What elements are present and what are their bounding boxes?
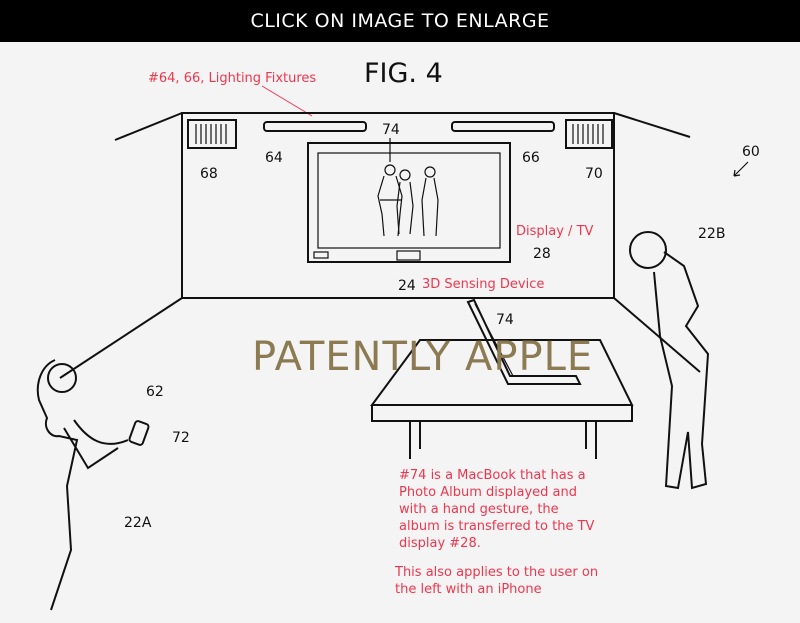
svg-text:the left with an iPhone: the left with an iPhone <box>395 582 542 597</box>
photo-people-icon <box>377 164 439 237</box>
annotation-sensor: 3D Sensing Device <box>422 277 544 292</box>
svg-text:This also applies to the user: This also applies to the user on <box>394 565 598 580</box>
label-70: 70 <box>585 166 603 182</box>
enlarge-banner[interactable]: CLICK ON IMAGE TO ENLARGE <box>0 0 800 42</box>
laptop <box>466 298 582 385</box>
label-22b: 22B <box>698 226 725 242</box>
label-66: 66 <box>522 150 540 166</box>
svg-text:with a hand gesture, the: with a hand gesture, the <box>399 502 559 517</box>
label-74-laptop: 74 <box>496 312 514 328</box>
label-60: 60 <box>742 144 760 160</box>
iphone <box>128 420 150 446</box>
svg-text:album is transferred to the TV: album is transferred to the TV <box>399 519 595 534</box>
label-28: 28 <box>533 246 551 262</box>
patent-figure[interactable]: FIG. 4 #64, 66, Lighting Fixtures <box>0 42 800 623</box>
label-24: 24 <box>398 278 416 294</box>
annotation-note: #74 is a MacBook that has a Photo Album … <box>394 468 598 597</box>
svg-text:Photo Album displayed and: Photo Album displayed and <box>399 485 577 500</box>
light-fixture-left <box>263 121 367 132</box>
watermark: PATENTLY APPLE <box>252 334 593 380</box>
vent-right <box>565 119 613 149</box>
display-tv <box>307 142 511 263</box>
label-74-photo: 74 <box>382 122 400 138</box>
arrow-icon <box>733 161 749 177</box>
table <box>370 339 634 459</box>
vent-left <box>187 119 237 149</box>
label-72: 72 <box>172 430 190 446</box>
annotation-leader <box>261 85 313 117</box>
room-outline <box>59 112 701 379</box>
label-22a: 22A <box>124 515 152 531</box>
annotation-lighting: #64, 66, Lighting Fixtures <box>148 71 316 86</box>
svg-text:#74 is a MacBook that has a: #74 is a MacBook that has a <box>399 468 586 483</box>
label-68: 68 <box>200 166 218 182</box>
annotation-display: Display / TV <box>516 224 594 239</box>
svg-text:display #28.: display #28. <box>399 536 481 551</box>
light-fixture-right <box>451 121 555 132</box>
label-62: 62 <box>146 384 164 400</box>
user-right-figure <box>629 231 710 490</box>
user-left-figure <box>36 359 129 611</box>
figure-title: FIG. 4 <box>364 58 443 89</box>
label-64: 64 <box>265 150 283 166</box>
